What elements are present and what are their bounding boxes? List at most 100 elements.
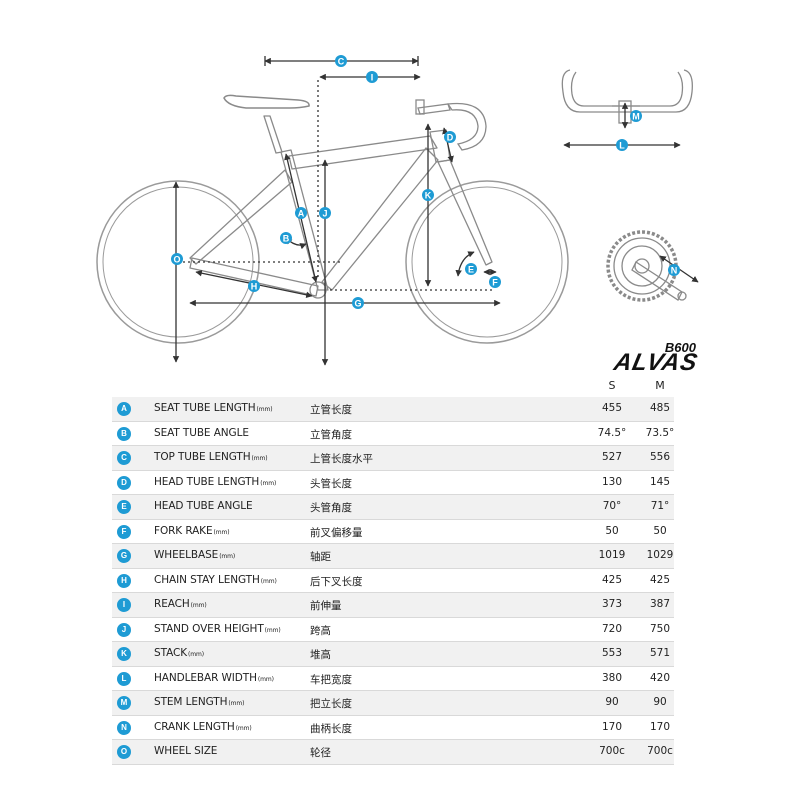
badge-j-diagram: J: [319, 207, 331, 219]
svg-text:F: F: [492, 278, 498, 288]
badge-h-diagram: H: [248, 280, 260, 292]
spec-value-m: 50: [653, 524, 667, 537]
spec-value-s: 1019: [598, 549, 626, 561]
badge-d-diagram: D: [444, 131, 456, 143]
badge-l-diagram: L: [616, 139, 628, 151]
spec-value-m: 485: [649, 402, 671, 414]
svg-text:K: K: [425, 191, 432, 201]
spec-name-chinese: 上管长度水平: [310, 453, 373, 465]
svg-text:L: L: [619, 141, 625, 151]
svg-text:I: I: [371, 73, 374, 83]
spec-value-m: 387: [649, 598, 671, 610]
spec-name: TOP TUBE LENGTH(mm): [154, 451, 268, 463]
spec-letter-badge: A: [117, 402, 131, 416]
spec-value-s: 90: [605, 696, 619, 708]
svg-text:D: D: [447, 133, 454, 143]
badge-f-diagram: F: [489, 276, 501, 288]
model-logo: B600 ALVAS: [611, 340, 701, 376]
badge-e-diagram: E: [465, 263, 477, 275]
spec-value-s: 380: [601, 671, 623, 684]
spec-value-s: 553: [601, 647, 623, 659]
spec-unit: (mm): [264, 626, 281, 634]
spec-letter-badge: E: [117, 500, 131, 514]
svg-text:E: E: [468, 265, 474, 275]
svg-text:H: H: [251, 282, 258, 292]
badge-o-diagram: O: [171, 253, 183, 265]
spec-unit: (mm): [190, 602, 207, 609]
spec-name-text: STEM LENGTH: [154, 696, 228, 708]
badge-i-diagram: I: [366, 71, 378, 83]
front-wheel: [405, 180, 569, 344]
spec-value-s: 527: [601, 451, 623, 463]
svg-text:G: G: [354, 299, 361, 309]
spec-name: STEM LENGTH(mm): [154, 696, 245, 708]
spec-name: CRANK LENGTH(mm): [154, 721, 252, 733]
handlebar-front-view: [561, 69, 693, 124]
spec-value-s: 700c: [599, 745, 625, 757]
bike-geometry-diagram: A B C D E F G H I J K L M N O B600 ALVAS: [96, 55, 701, 376]
spec-name-text: CRANK LENGTH: [154, 720, 235, 733]
spec-letter-badge: O: [117, 745, 131, 759]
spec-name: HEAD TUBE ANGLE: [154, 500, 254, 512]
spec-name-chinese: 前伸量: [310, 600, 342, 612]
spec-name: REACH(mm): [154, 598, 207, 610]
badge-n-diagram: N: [668, 264, 680, 276]
spec-name: STAND OVER HEIGHT(mm): [154, 623, 281, 635]
spec-letter-badge: F: [117, 524, 131, 539]
spec-name-chinese: 轮径: [310, 747, 331, 759]
spec-unit: (mm): [260, 479, 277, 487]
spec-value-s: 720: [601, 622, 623, 635]
spec-value-s: 70°: [602, 500, 622, 512]
spec-name-chinese: 把立长度: [310, 698, 352, 710]
spec-letter-badge: D: [117, 475, 131, 490]
badge-g-diagram: G: [352, 297, 364, 309]
model-number: B600: [665, 340, 697, 355]
spec-name-text: STACK: [154, 647, 187, 659]
badge-a-diagram: A: [295, 207, 307, 219]
spec-value-s: 170: [601, 720, 623, 733]
spec-value-s: 425: [601, 573, 623, 586]
spec-name-chinese: 前叉偏移量: [310, 526, 363, 539]
saddle: [223, 94, 310, 109]
spec-name: WHEELBASE(mm): [154, 549, 235, 561]
spec-name: CHAIN STAY LENGTH(mm): [154, 574, 277, 586]
handlebar-side: [415, 99, 487, 151]
spec-unit: (mm): [251, 455, 268, 462]
bike-frame: [189, 115, 493, 299]
spec-name: HEAD TUBE LENGTH(mm): [154, 476, 276, 488]
spec-name-chinese: 堆高: [310, 649, 331, 661]
spec-name-chinese: 曲柄长度: [310, 722, 352, 735]
svg-text:O: O: [173, 255, 180, 265]
spec-value-m: 556: [649, 451, 671, 463]
spec-value-m: 170: [649, 720, 671, 733]
spec-value-s: 130: [601, 475, 623, 488]
spec-name-chinese: 立管角度: [310, 428, 352, 441]
spec-name-text: STAND OVER HEIGHT: [154, 622, 264, 635]
spec-letter-badge: I: [117, 598, 131, 612]
spec-name-text: WHEELBASE: [154, 549, 219, 561]
spec-name-text: CHAIN STAY LENGTH: [154, 573, 260, 586]
spec-name-chinese: 头管长度: [310, 477, 352, 490]
spec-value-m: 145: [649, 475, 671, 488]
spec-name-chinese: 立管长度: [310, 404, 352, 416]
spec-value-s: 455: [601, 402, 623, 414]
spec-value-m: 1029: [646, 549, 674, 561]
spec-name-text: WHEEL SIZE: [154, 745, 218, 757]
svg-text:B: B: [283, 234, 290, 244]
spec-unit: (mm): [235, 724, 252, 732]
size-header-s: S: [608, 379, 616, 392]
spec-value-m: 73.5°: [645, 426, 675, 439]
spec-name-text: SEAT TUBE LENGTH: [154, 402, 256, 414]
badge-k-diagram: K: [422, 189, 434, 201]
spec-letter-badge: N: [117, 720, 131, 735]
spec-letter-badge: M: [117, 696, 131, 710]
